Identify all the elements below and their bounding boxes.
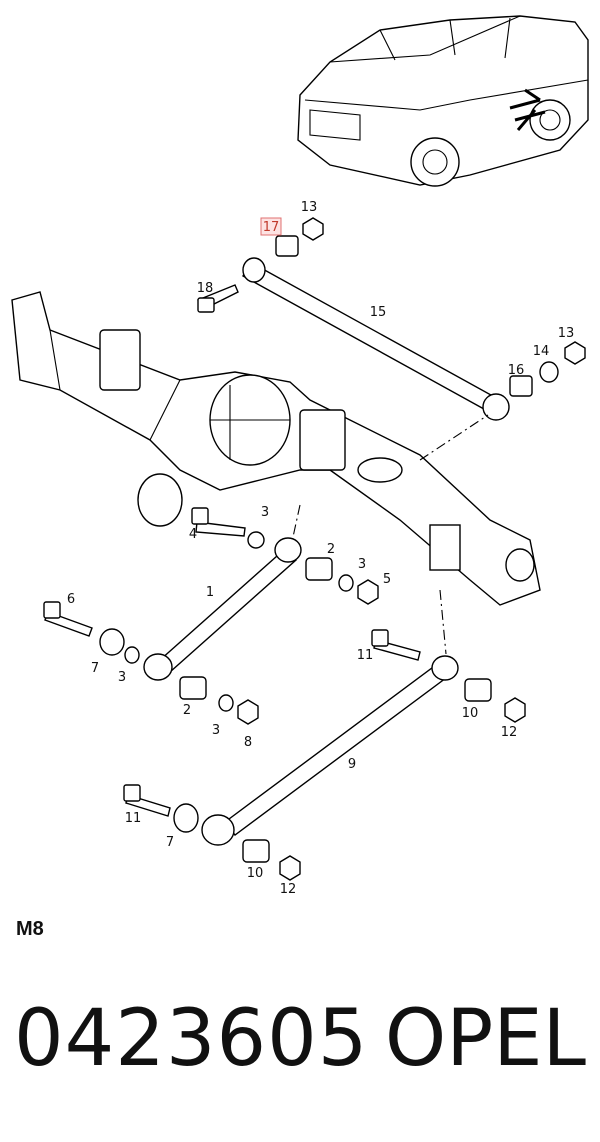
callout-13[interactable]: 13	[301, 200, 318, 215]
callout-10[interactable]: 10	[247, 866, 264, 881]
callout-12[interactable]: 12	[280, 882, 297, 897]
lower-rod-9	[123, 589, 526, 881]
section-code: M8	[16, 918, 44, 940]
exploded-parts-diagram: 17 13 18 15 13 14 16 4 3 2 3 5 1 6 7 3 2…	[11, 15, 589, 897]
callout-11[interactable]: 11	[357, 648, 374, 663]
callout-18[interactable]: 18	[197, 281, 214, 296]
callout-8[interactable]: 8	[244, 735, 252, 750]
callout-2[interactable]: 2	[183, 703, 191, 718]
vehicle-illustration	[297, 15, 589, 187]
callout-13[interactable]: 13	[558, 326, 575, 341]
brand-name: OPEL	[384, 994, 586, 1084]
lower-rod-1	[43, 504, 379, 725]
highlight-box-17	[260, 217, 282, 236]
callout-7[interactable]: 7	[91, 661, 99, 676]
callout-labels: 17 13 18 15 13 14 16 4 3 2 3 5 1 6 7 3 2…	[67, 200, 574, 897]
callout-16[interactable]: 16	[508, 363, 525, 378]
callout-14[interactable]: 14	[533, 344, 550, 359]
callout-4[interactable]: 4	[189, 527, 197, 542]
callout-15[interactable]: 15	[370, 305, 387, 320]
callout-6[interactable]: 6	[67, 592, 75, 607]
bushing-2-top	[305, 557, 333, 581]
bushing-16	[509, 375, 533, 397]
upper-rod-15	[197, 217, 586, 461]
callout-17[interactable]: 17	[263, 220, 280, 235]
callout-3[interactable]: 3	[212, 723, 220, 738]
part-number: 0423605	[14, 994, 369, 1084]
callout-11[interactable]: 11	[125, 811, 142, 826]
nut-13-top	[302, 217, 324, 241]
callout-10[interactable]: 10	[462, 706, 479, 721]
bolt-4	[195, 521, 246, 537]
callout-9[interactable]: 9	[348, 757, 356, 772]
callout-12[interactable]: 12	[501, 725, 518, 740]
callout-5[interactable]: 5	[383, 572, 391, 587]
bushing-2-bottom	[179, 676, 207, 700]
bushing-17	[275, 235, 299, 257]
callout-3[interactable]: 3	[261, 505, 269, 520]
callout-3[interactable]: 3	[118, 670, 126, 685]
washer-14	[539, 361, 559, 383]
callout-3[interactable]: 3	[358, 557, 366, 572]
rear-axle-assembly	[11, 291, 541, 606]
callout-7[interactable]: 7	[166, 835, 174, 850]
nut-13-right	[564, 341, 586, 365]
callout-2[interactable]: 2	[327, 542, 335, 557]
callout-1[interactable]: 1	[206, 585, 214, 600]
